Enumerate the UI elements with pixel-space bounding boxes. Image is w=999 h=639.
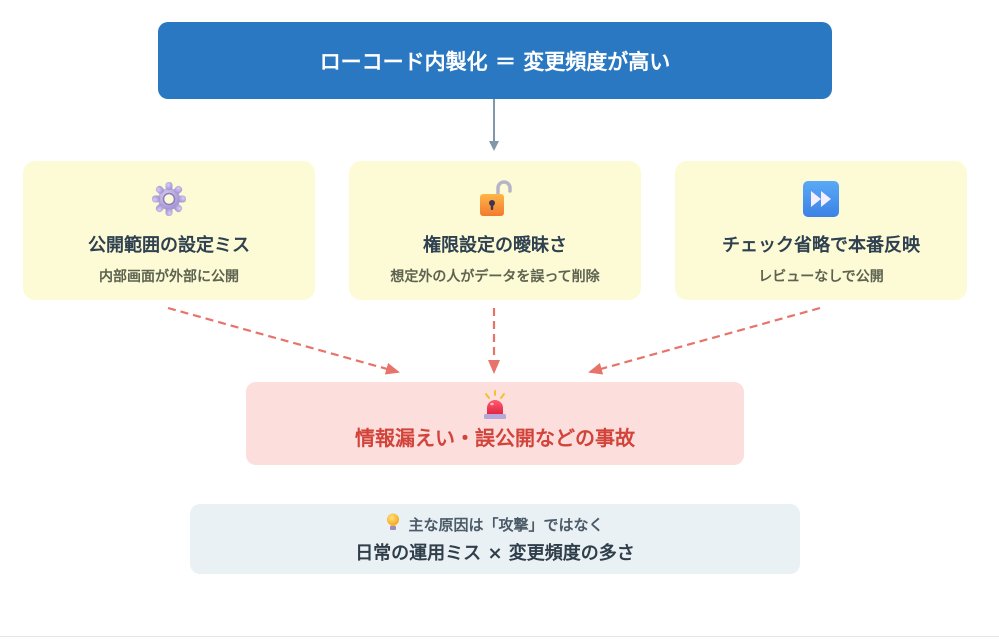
cause-card-permission-ambiguity: 権限設定の曖昧さ 想定外の人がデータを誤って削除 [349,161,641,300]
cause-description: 想定外の人がデータを誤って削除 [390,269,600,285]
incident-box: 情報漏えい・誤公開などの事故 [246,382,744,465]
cause-title: 公開範囲の設定ミス [88,235,250,256]
lightbulb-icon [386,513,400,535]
insight-lead: 主な原因は「攻撃」ではなく [408,515,604,534]
bottom-divider [0,636,999,637]
insight-conclusion: 日常の運用ミス × 変更頻度の多さ [355,543,635,564]
fast-forward-icon [801,179,841,219]
police-light-icon [481,390,509,420]
cause-description: レビューなしで公開 [758,269,884,285]
cause-title: チェック省略で本番反映 [722,235,920,256]
unlocked-padlock-icon [475,179,515,219]
cause-card-config-mistake: 公開範囲の設定ミス 内部画面が外部に公開 [23,161,315,300]
cause3-to-result-arrow [588,306,821,375]
header-title: ローコード内製化 ＝ 変更頻度が高い [319,49,671,74]
cause-card-skip-review: チェック省略で本番反映 レビューなしで公開 [675,161,967,300]
key-insight-box: 主な原因は「攻撃」ではなく 日常の運用ミス × 変更頻度の多さ [190,504,800,574]
incident-title: 情報漏えい・誤公開などの事故 [355,426,635,450]
cause-title: 権限設定の曖昧さ [423,235,567,256]
gear-icon [149,179,189,219]
cause-description: 内部画面が外部に公開 [99,269,239,285]
cause1-to-result-arrow [167,306,400,375]
header-box: ローコード内製化 ＝ 変更頻度が高い [158,22,832,99]
